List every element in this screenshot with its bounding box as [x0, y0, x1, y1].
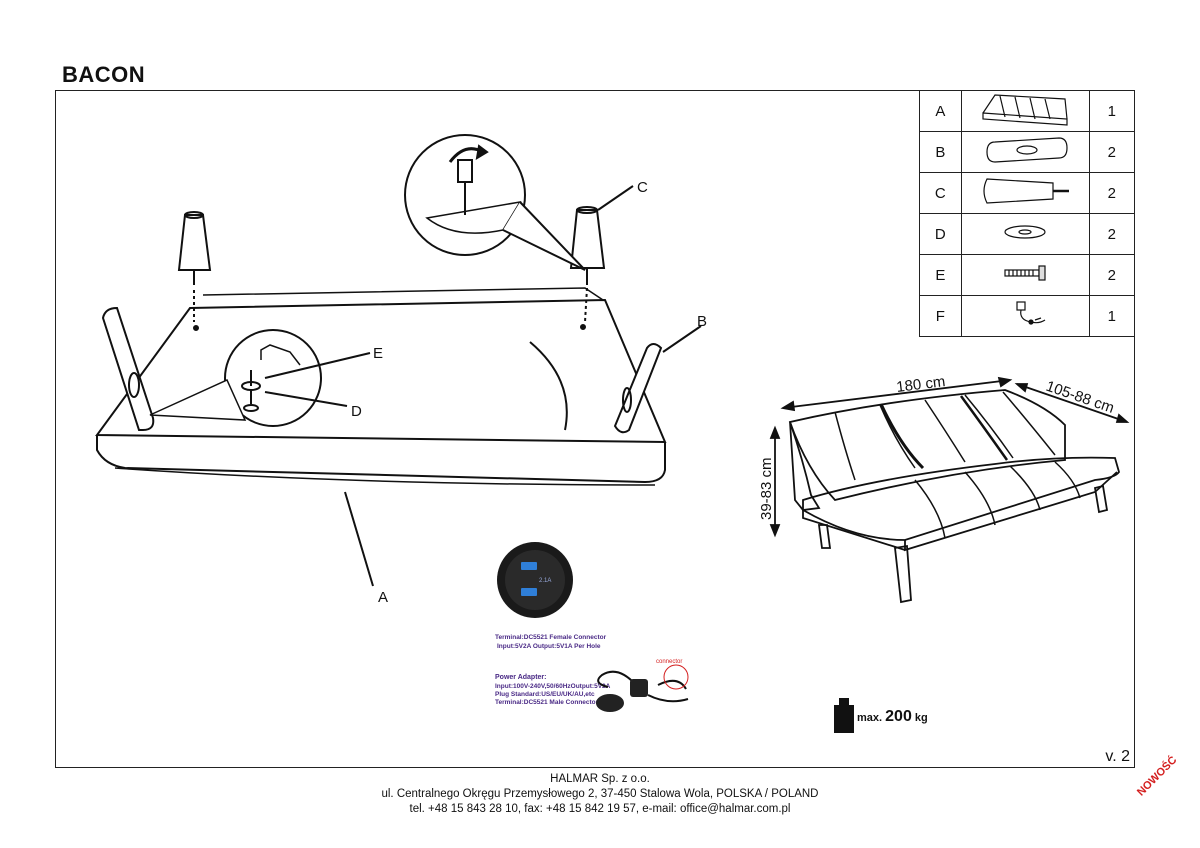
dimension-width: 180 cm: [895, 373, 946, 396]
footer-company: HALMAR Sp. z o.o.: [550, 773, 650, 785]
footer-contact: tel. +48 15 843 28 10, fax: +48 15 842 1…: [409, 803, 791, 815]
usb-socket-photo: 2.1A: [497, 542, 573, 618]
parts-table: A 1 B 2 C 2 D 2 E 2 F 1: [919, 90, 1136, 337]
callout-a: A: [378, 589, 388, 606]
footer-address: ul. Centralnego Okręgu Przemysłowego 2, …: [381, 788, 819, 800]
instruction-frame: [55, 90, 1135, 768]
assembly-diagram: C B E D A: [95, 134, 707, 606]
product-title: BACON: [62, 62, 146, 87]
part-qty: 1: [1088, 90, 1136, 132]
leg-left: [177, 211, 212, 331]
spec-power-adapter: Power Adapter:: [495, 674, 547, 681]
parts-row-f: F 1: [919, 295, 1136, 337]
part-letter: E: [919, 254, 962, 296]
armrest-right: [613, 343, 663, 434]
callout-b: B: [697, 313, 707, 330]
parts-row-a: A 1: [919, 90, 1136, 132]
dimension-depth: 105-88 cm: [1044, 378, 1117, 417]
part-qty: 2: [1088, 213, 1136, 255]
part-letter: C: [919, 172, 962, 214]
max-load: max. 200 kg: [857, 708, 928, 725]
sofa-frame-icon: [982, 94, 1068, 126]
part-letter: B: [919, 131, 962, 173]
dimension-diagram: 180 cm 105-88 cm 39-83 cm: [758, 373, 1130, 604]
washer-icon: [1004, 225, 1046, 239]
part-qty: 2: [1088, 254, 1136, 296]
dimension-height: 39-83 cm: [758, 457, 775, 520]
power-adapter-photo: connector: [596, 659, 689, 712]
part-letter: D: [919, 213, 962, 255]
part-qty: 2: [1088, 131, 1136, 173]
screw-icon: [1004, 265, 1046, 281]
weight-icon: [834, 698, 854, 733]
spec-adapter-io: Input:100V-240V,50/60HzOutput:5V2A: [495, 683, 611, 690]
callout-c: C: [637, 179, 648, 196]
parts-row-c: C 2: [919, 172, 1136, 214]
usb-port-label: 2.1A: [539, 578, 551, 584]
part-qty: 2: [1088, 172, 1136, 214]
armrest-left: [101, 306, 155, 431]
version-label: v. 2: [1105, 748, 1130, 765]
spec-plug-standard: Plug Standard:US/EU/UK/AU,etc: [495, 691, 595, 698]
parts-row-d: D 2: [919, 213, 1136, 255]
callout-d: D: [351, 403, 362, 420]
callout-e: E: [373, 345, 383, 362]
part-letter: F: [919, 295, 962, 337]
spec-input-output: Input:5V2A Output:5V1A Per Hole: [497, 643, 601, 650]
footer: HALMAR Sp. z o.o. ul. Centralnego Okręgu…: [0, 772, 1200, 817]
detail-bolt-circle: [224, 329, 322, 427]
part-letter: A: [919, 90, 962, 132]
connector-label: connector: [656, 659, 682, 665]
armrest-icon: [986, 137, 1068, 163]
leg-right: [569, 206, 606, 330]
sofa-frame-outline: [95, 298, 667, 444]
spec-terminal-female: Terminal:DC5521 Female Connector: [495, 634, 607, 641]
leg-icon: [983, 178, 1070, 204]
parts-row-e: E 2: [919, 254, 1136, 296]
usb-adapter-icon: [1016, 301, 1046, 325]
parts-row-b: B 2: [919, 131, 1136, 173]
spec-terminal-male: Terminal:DC5521 Male Connector: [495, 699, 599, 706]
part-qty: 1: [1088, 295, 1136, 337]
